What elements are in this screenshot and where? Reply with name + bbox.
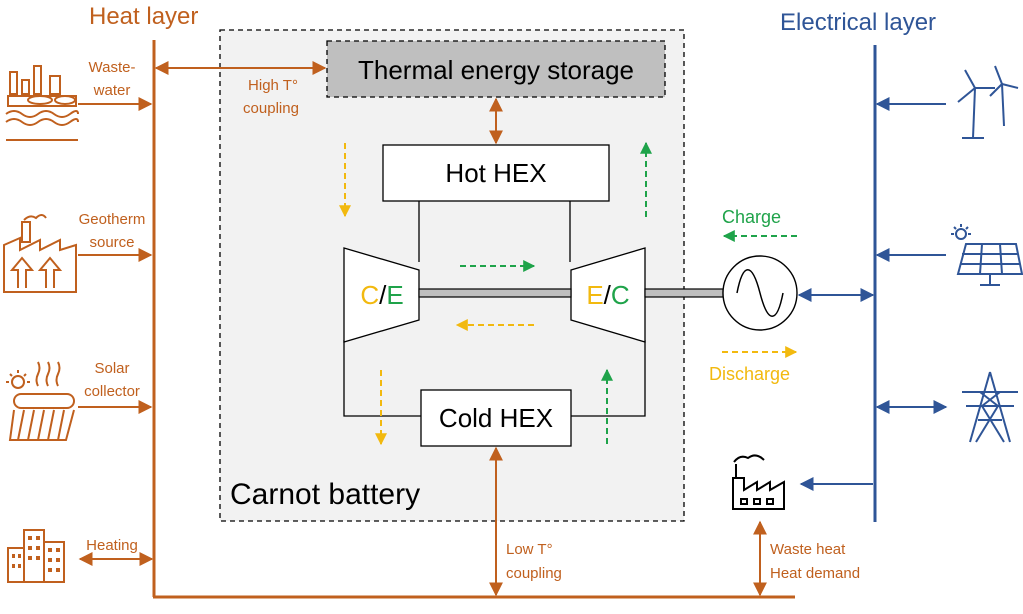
right-machine-label: E/C [586,280,629,310]
right-expander-compressor [570,247,646,343]
carnot-battery-title: Carnot battery [230,478,420,511]
power-pylon-icon [962,371,1018,443]
wind-turbine-icon [957,65,1019,139]
discharge-label: Discharge [709,364,790,384]
left-compressor-expander [343,247,420,343]
circuit-lines [343,201,646,417]
wastewater-plant-icon [5,65,79,141]
generator-shaft [644,288,724,298]
electrical-layer-title: Electrical layer [780,9,936,36]
hot-hex [382,144,610,202]
heat-layer-title: Heat layer [89,3,198,30]
low-t-label: Low T°coupling [506,541,562,582]
buildings-icon [7,529,65,583]
flow-arrows [339,141,798,446]
solar-collector-icon [6,361,75,441]
charge-label: Charge [722,207,781,227]
high-t-label: High T°coupling [243,77,299,117]
left-machine-label: C/E [360,280,403,310]
thermal-energy-storage [326,40,666,98]
cold-hex [420,389,572,447]
geothermal-icon [3,214,77,293]
solar-panel-icon [951,224,1023,286]
shaft [418,288,572,298]
hot-hex-label: Hot HEX [445,158,546,188]
heating-label: Heating [86,537,138,554]
tes-label: Thermal energy storage [358,55,634,85]
sine-wave [736,269,784,317]
factory-icon [732,454,785,510]
wastewater-label: Waste-water [89,59,136,99]
cold-hex-label: Cold HEX [439,403,553,433]
